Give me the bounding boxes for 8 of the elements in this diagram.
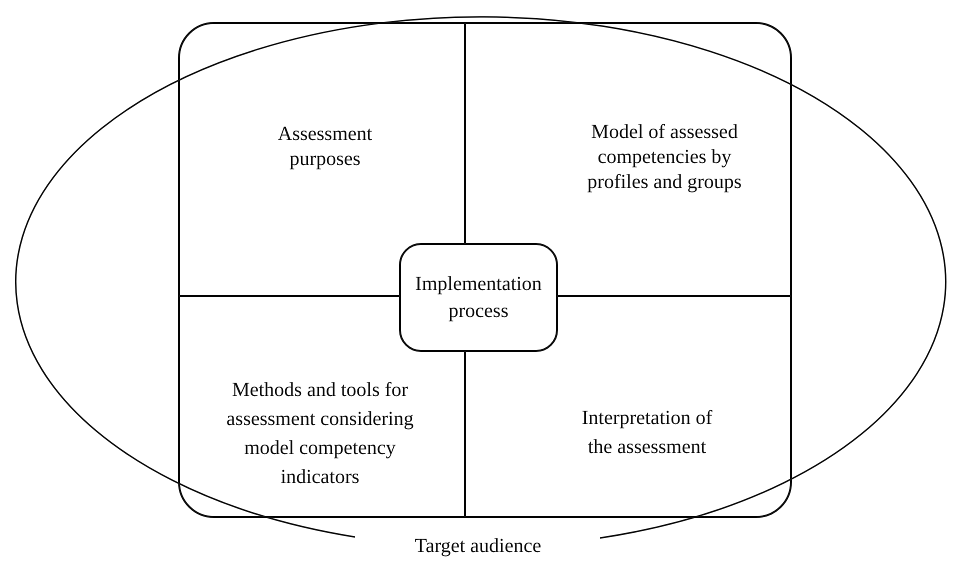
- quadrant-text: Methods and tools for assessment considering model competency indicators: [225, 378, 415, 490]
- ellipse-label: Target audience: [414, 534, 542, 559]
- quadrant-text: Interpretation of the assessment: [580, 406, 714, 460]
- center-box: [399, 243, 558, 352]
- quadrant-text: Model of assessed competencies by profiles and groups: [586, 120, 743, 195]
- rounded-frame: [178, 22, 792, 518]
- center-label: Implementation process: [414, 272, 543, 324]
- quadrant-text: Assessment purposes: [276, 122, 374, 172]
